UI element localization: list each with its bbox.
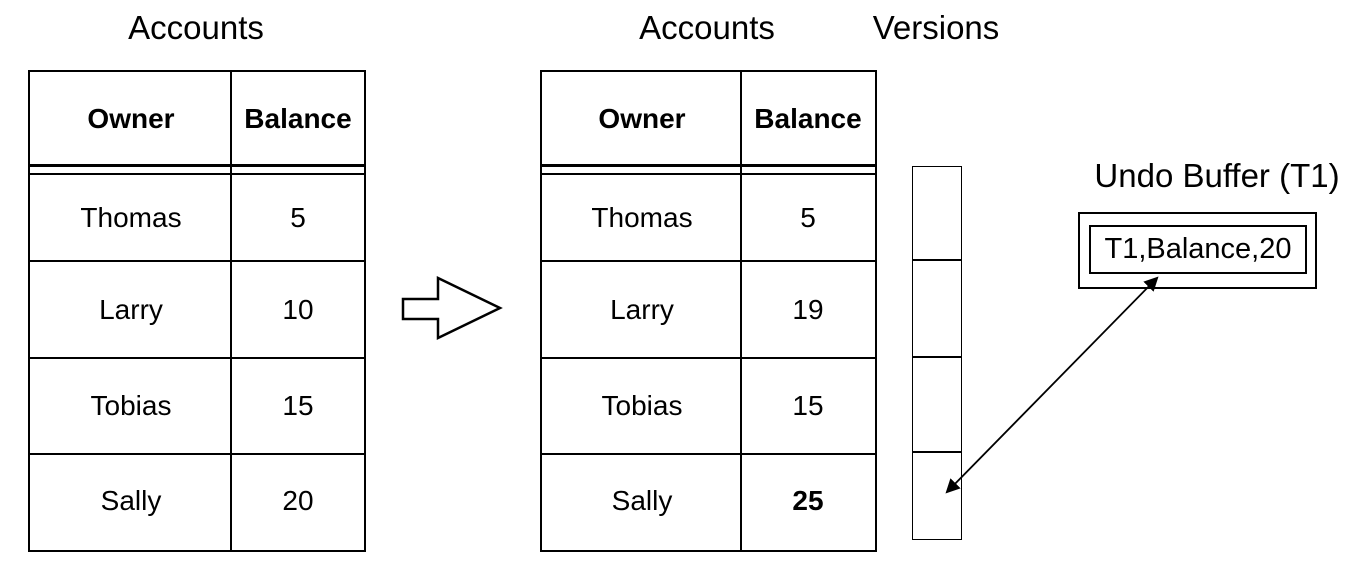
owner-cell: Tobias [601,390,683,421]
owner-cell: Thomas [80,202,182,233]
column-divider [740,72,742,550]
accounts-table-after: Owner Balance Thomas 5 Larry 19 Tobias 1… [540,70,877,552]
version-cell-divider [913,451,961,453]
owner-cell: Thomas [591,202,693,233]
row-divider [30,453,364,455]
balance-cell: 5 [800,202,816,233]
owner-cell: Larry [610,294,674,325]
accounts-table-before: Owner Balance Thomas 5 Larry 10 Tobias 1… [28,70,366,552]
balance-cell: 10 [282,294,314,325]
undo-link-arrow-icon [945,276,1159,494]
transition-arrow-icon [401,276,503,340]
undo-buffer-title: Undo Buffer (T1) [1094,157,1340,194]
header-rule-thick [30,164,364,167]
balance-cell: 20 [282,485,314,516]
undo-buffer-entry-box: T1,Balance,20 [1089,225,1307,274]
row-divider [30,260,364,262]
header-balance: Balance [754,103,862,134]
version-cell-divider [913,259,961,261]
owner-cell: Tobias [90,390,172,421]
balance-cell: 19 [792,294,824,325]
header-balance: Balance [244,103,352,134]
undo-buffer-box: T1,Balance,20 [1078,212,1317,289]
balance-cell: 15 [792,390,824,421]
header-rule-thin [542,173,875,175]
owner-cell: Sally [100,485,162,516]
balance-cell: 5 [290,202,306,233]
left-table-title: Accounts [128,9,264,46]
right-table-title: Accounts [639,9,775,46]
header-rule-thin [30,173,364,175]
header-owner: Owner [87,103,175,134]
row-divider [542,357,875,359]
owner-cell: Sally [611,485,673,516]
versions-title: Versions [872,9,1000,46]
row-divider [542,260,875,262]
balance-cell: 15 [282,390,314,421]
undo-buffer-entry: T1,Balance,20 [1104,233,1292,265]
row-divider [542,453,875,455]
version-cell-divider [913,356,961,358]
owner-cell: Larry [99,294,163,325]
versions-column [912,166,962,540]
header-rule-thick [542,164,875,167]
header-owner: Owner [598,103,686,134]
column-divider [230,72,232,550]
balance-cell-updated: 25 [792,485,824,516]
row-divider [30,357,364,359]
